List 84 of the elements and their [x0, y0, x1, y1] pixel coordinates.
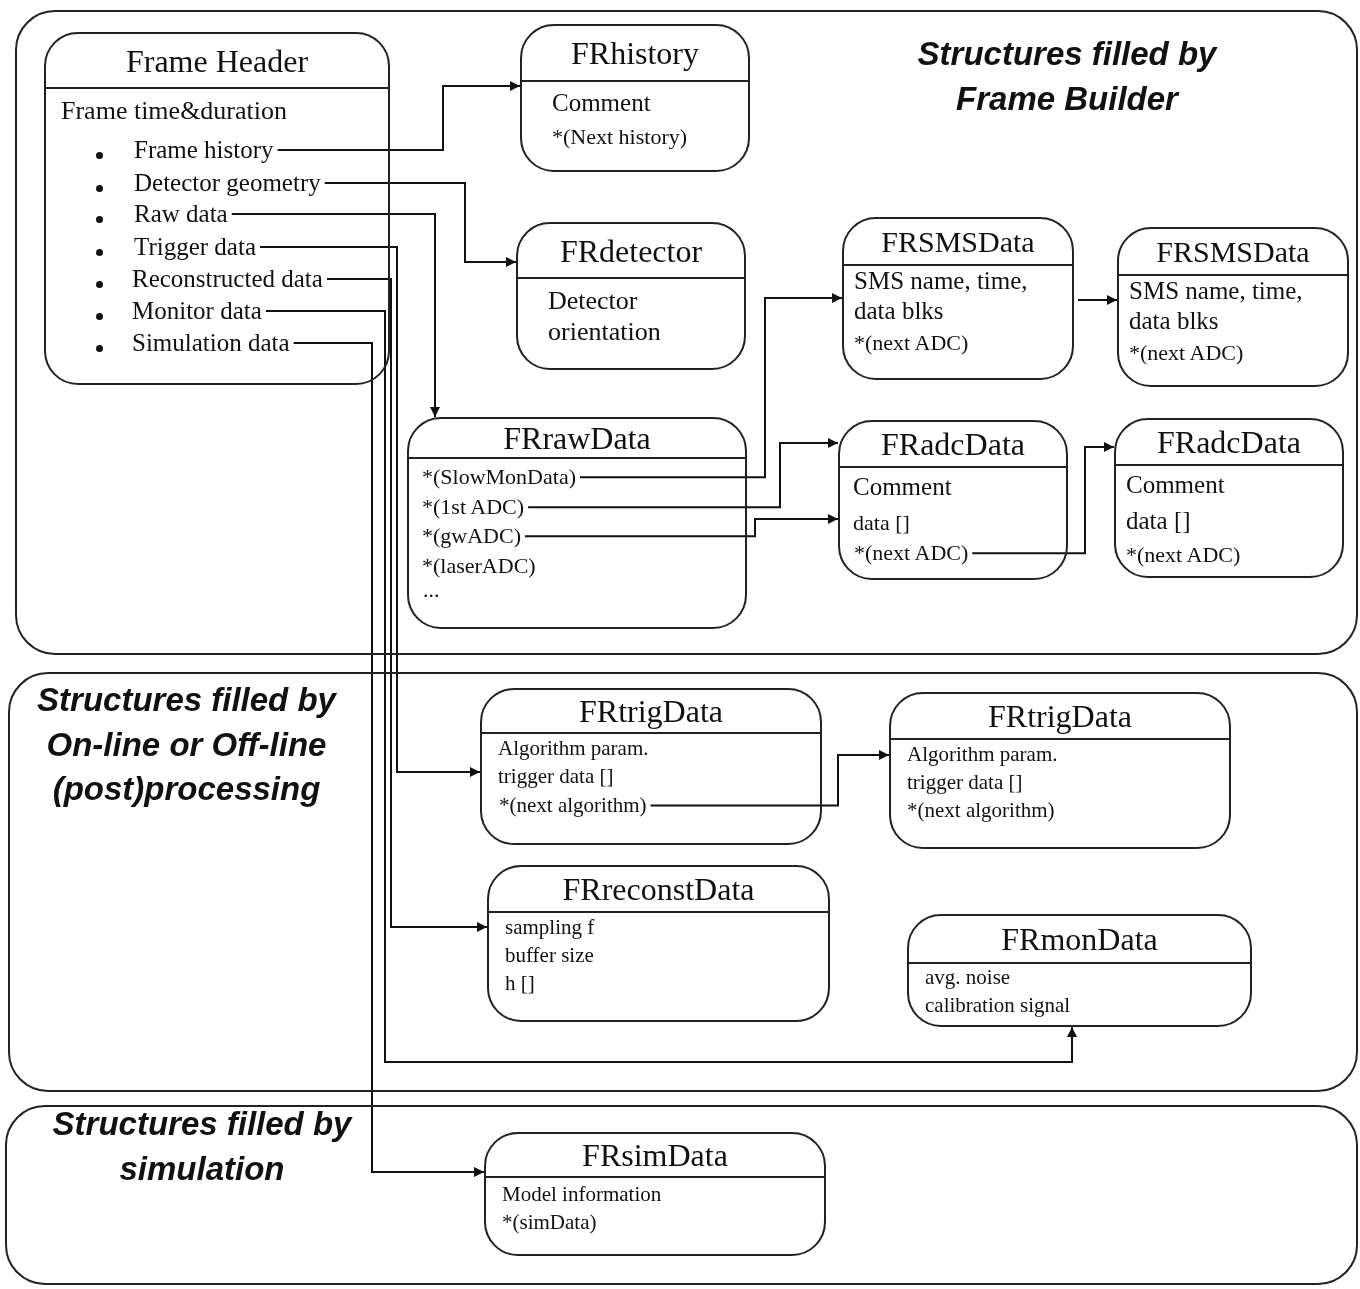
field-text: trigger data [] — [907, 770, 1023, 796]
arrow — [971, 442, 1115, 555]
field-text: *(next algorithm) — [499, 793, 647, 819]
arrow — [264, 310, 1077, 1063]
structure-title: FRdetector — [559, 234, 703, 267]
structure-title: FRmonData — [1001, 923, 1158, 955]
field-text: data [] — [853, 510, 910, 537]
field-text: *(laserADC) — [422, 553, 536, 580]
field-text: Model information — [502, 1182, 662, 1208]
arrow — [259, 246, 481, 777]
arrow — [230, 213, 440, 418]
arrow — [1077, 295, 1118, 305]
field-text: Comment — [1126, 470, 1225, 500]
region-title: Structures filled by On-line or Off-line (post)processing — [36, 680, 338, 810]
field-text: SMS name, time, data blks — [1129, 276, 1304, 336]
field-text: h [] — [505, 971, 535, 997]
structure-box — [44, 32, 390, 385]
field-text: Raw data — [134, 199, 228, 229]
field-text: Monitor data — [132, 296, 262, 326]
region-band — [5, 1105, 1358, 1285]
structure-title: FRSMSData — [881, 226, 1035, 257]
structure-title: FRtrigData — [988, 700, 1132, 732]
region-title: Structures filled by simulation — [51, 1104, 354, 1189]
field-text: Frame time&duration — [61, 95, 287, 127]
structure-box — [1117, 227, 1349, 387]
region-title: Structures filled by Frame Builder — [916, 34, 1219, 119]
field-text: avg. noise — [925, 965, 1011, 991]
arrow — [524, 514, 839, 538]
field-text: Detector orientation — [548, 285, 662, 348]
field-text: SMS name, time, data blks — [854, 266, 1029, 326]
structure-title: FRadcData — [1157, 426, 1301, 458]
structure-box — [838, 420, 1068, 580]
structure-title: FRtrigData — [579, 695, 723, 727]
region-band — [15, 10, 1358, 655]
region-band — [8, 672, 1358, 1092]
arrow — [325, 278, 488, 932]
field-text: sampling f — [505, 915, 595, 941]
structure-title: FRrawData — [503, 422, 651, 454]
field-text: *(SlowMonData) — [422, 464, 576, 491]
arrow — [649, 750, 890, 807]
field-text: *(next ADC) — [1129, 340, 1244, 367]
field-text: Comment — [552, 88, 651, 118]
structure-box — [407, 417, 747, 629]
field-text: buffer size — [505, 943, 594, 969]
arrow — [579, 293, 843, 479]
structure-box — [480, 688, 822, 845]
structure-title: FRsimData — [582, 1139, 728, 1171]
field-text: trigger data [] — [498, 764, 614, 790]
field-text: *(gwADC) — [422, 523, 521, 550]
field-text: Detector geometry — [134, 168, 321, 198]
field-text: calibration signal — [925, 993, 1071, 1019]
field-text: data [] — [1126, 506, 1191, 536]
field-text: Algorithm param. — [498, 736, 649, 762]
structure-box — [842, 217, 1074, 380]
structure-title: Frame Header — [125, 44, 309, 77]
field-text: Simulation data — [132, 328, 290, 358]
field-text: Algorithm param. — [907, 742, 1058, 768]
field-text: ... — [423, 577, 440, 604]
field-text: *(next ADC) — [1126, 542, 1241, 569]
arrow — [527, 438, 839, 509]
arrow — [292, 342, 485, 1177]
structure-box — [907, 914, 1252, 1027]
structure-box — [484, 1132, 826, 1256]
structure-title: FRSMSData — [1156, 236, 1310, 267]
field-text: *(next ADC) — [854, 330, 969, 357]
structure-title: FRhistory — [571, 37, 699, 69]
field-text: Frame history — [134, 135, 274, 165]
field-text: *(Next history) — [552, 124, 688, 151]
arrow — [276, 81, 521, 151]
structure-box — [516, 222, 746, 370]
field-text: *(next ADC) — [854, 540, 969, 567]
structure-box — [487, 865, 830, 1022]
structure-box — [520, 24, 750, 172]
field-text: *(next algorithm) — [907, 798, 1055, 824]
structure-title: FRadcData — [881, 428, 1025, 460]
structure-title: FRreconstData — [562, 873, 755, 905]
field-text: *(simData) — [502, 1210, 597, 1236]
field-text: Trigger data — [134, 232, 256, 262]
field-text: Comment — [853, 472, 952, 502]
structure-box — [1114, 418, 1344, 578]
field-text: Reconstructed data — [132, 264, 323, 294]
field-text: *(1st ADC) — [422, 494, 525, 521]
arrow — [323, 182, 517, 267]
structure-box — [889, 692, 1231, 849]
